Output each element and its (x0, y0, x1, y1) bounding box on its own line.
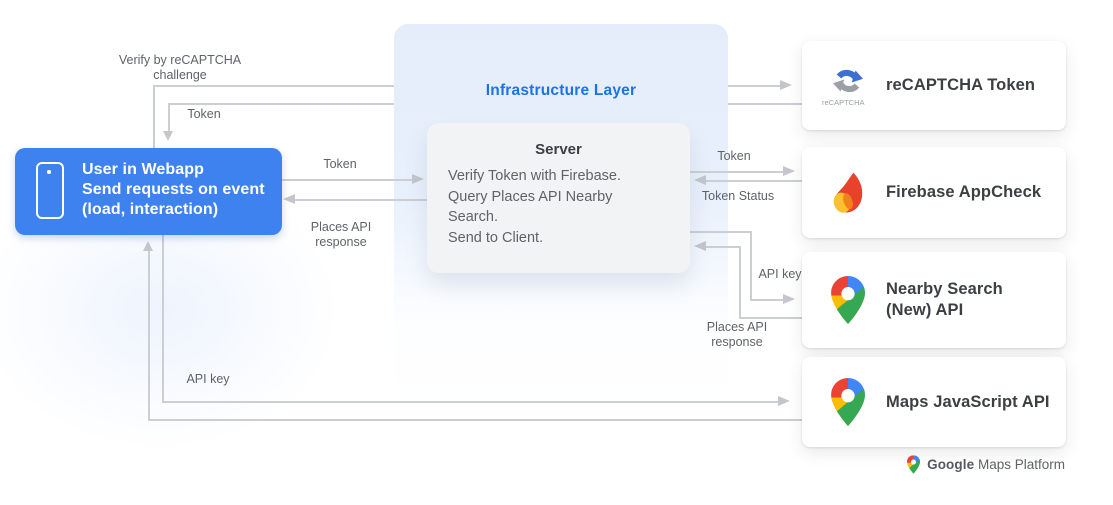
label-token-status: Token Status (701, 189, 775, 203)
server-box: Server Verify Token with Firebase. Query… (427, 123, 690, 273)
arrowhead-places-into-server (694, 241, 706, 251)
brand-google: Google (927, 457, 975, 472)
phone-icon (36, 162, 64, 219)
label-verify-recaptcha-challenge: Verify by reCAPTCHA challenge (118, 53, 242, 82)
card-title-firebase: Firebase AppCheck (886, 183, 1042, 201)
maps-pin-icon (822, 378, 874, 426)
arrowhead-into-firebase (783, 166, 795, 176)
connector-apikey-v (750, 231, 752, 300)
maps-pin-icon (822, 276, 874, 324)
maps-pin-icon (831, 276, 865, 324)
card-title-mapsjs: Maps JavaScript API (886, 392, 1050, 411)
brand-maps-platform: Maps Platform (974, 457, 1065, 472)
arrowhead-into-mapsjs (778, 396, 790, 406)
infrastructure-layer-title: Infrastructure Layer (485, 82, 637, 99)
arrowhead-into-user-right (283, 194, 295, 204)
connector-places-right-h2 (706, 246, 739, 248)
connector-places-right-h1 (739, 317, 802, 319)
server-title: Server (535, 141, 582, 158)
connector-places-right-v (739, 246, 741, 318)
connector-token-server-firebase (690, 171, 783, 173)
label-token-server-to-firebase: Token (717, 149, 751, 163)
recaptcha-logo-icon (833, 69, 863, 92)
arrowhead-into-nearby (783, 294, 795, 304)
connector-token-return-vertical (168, 103, 170, 132)
recaptcha-caption: reCAPTCHA (822, 97, 865, 107)
label-token-user-to-server: Token (323, 157, 357, 171)
phone-camera-dot (47, 170, 51, 174)
user-webapp-box: User in Webapp Send requests on event (l… (15, 148, 282, 235)
connector-apikey-h1 (690, 231, 751, 233)
connector-places-response-to-user (295, 199, 427, 201)
user-webapp-label: User in Webapp Send requests on event (l… (82, 161, 265, 218)
card-firebase-appcheck: Firebase AppCheck (802, 147, 1066, 238)
connector-token-user-server (281, 179, 412, 181)
connector-return-bottom-v (148, 251, 150, 421)
brand-text: Google Maps Platform (927, 457, 1065, 472)
label-places-response-to-server: Places API response (706, 320, 768, 349)
card-maps-javascript-api: Maps JavaScript API (802, 357, 1066, 447)
firebase-appcheck-icon (822, 171, 874, 215)
connector-return-bottom-h (148, 419, 802, 421)
maps-pin-icon (831, 378, 865, 426)
connector-token-status (706, 180, 802, 182)
server-description: Verify Token with Firebase. Query Places… (448, 168, 622, 246)
connector-apikey-h2 (750, 299, 783, 301)
recaptcha-icon: reCAPTCHA (822, 65, 874, 107)
connector-apikey-bottom-h (162, 401, 778, 403)
label-places-response-to-user: Places API response (310, 220, 372, 249)
arrowhead-into-server (412, 174, 424, 184)
connector-verify-vertical (153, 85, 155, 149)
connector-apikey-bottom-v (162, 235, 164, 403)
card-nearby-search-api: Nearby Search (New) API (802, 252, 1066, 348)
arrowhead-token-status-into-server (694, 175, 706, 185)
label-token-to-user: Token (187, 107, 221, 121)
arrowhead-into-user-bottom (143, 241, 153, 251)
google-maps-platform-brand: Google Maps Platform (907, 455, 1065, 474)
arrowhead-token-into-user (163, 131, 173, 141)
label-api-key-to-mapsjs: API key (186, 372, 230, 386)
card-title-recaptcha: reCAPTCHA Token (886, 76, 1036, 94)
arrowhead-into-recaptcha (780, 80, 792, 90)
label-api-key-to-nearby: API key (758, 267, 802, 281)
card-recaptcha-token: reCAPTCHA reCAPTCHA Token (802, 41, 1066, 130)
card-title-nearby: Nearby Search (New) API (886, 280, 1003, 319)
firebase-flame-icon (833, 172, 862, 213)
maps-pin-icon (907, 455, 921, 474)
